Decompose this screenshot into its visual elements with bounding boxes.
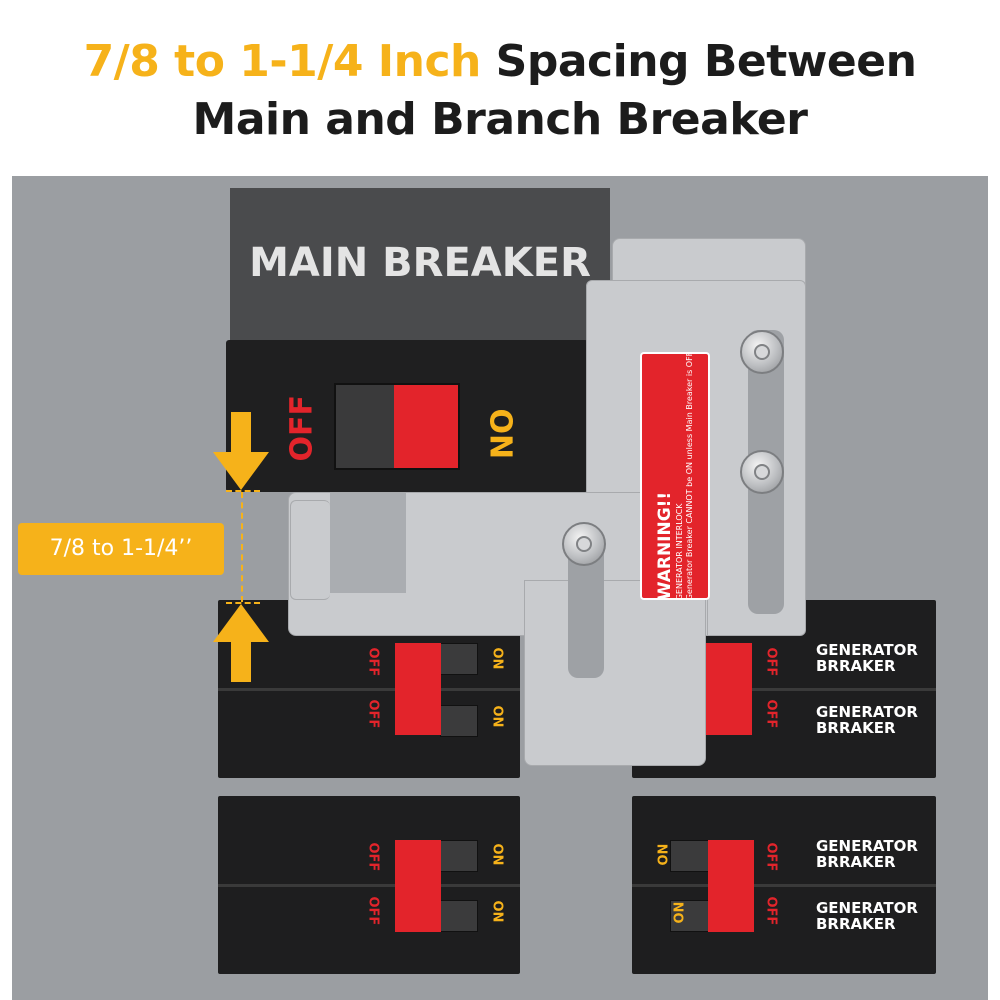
toggle-slot [440,840,478,872]
breaker-divider [632,884,936,887]
main-breaker-label-plate [230,188,610,343]
warning-label: WARNING!! GENERATOR INTERLOCK Generator … [640,352,710,600]
bolt-icon [562,522,606,566]
bolt-icon [740,330,784,374]
generator-off-label: OFF [763,896,779,926]
generator-off-label: OFF [763,699,779,729]
main-on-label: ON [482,408,518,460]
page-title-line1: 7/8 to 1-1/4 Inch Spacing Between [0,32,1000,92]
generator-on-label: ON [672,901,688,924]
toggle-slot [440,643,478,675]
branch-on-label: ON [489,843,505,866]
interlock-plate-notch [290,500,330,600]
branch-on-label: ON [489,705,505,728]
interlock-plate-cutout [330,493,406,593]
generator-toggle-bottom[interactable] [708,840,754,932]
generator-off-label: OFF [763,647,779,677]
main-breaker-label: MAIN BREAKER [249,240,591,286]
generator-toggle-top[interactable] [706,643,752,735]
warning-line2: Generator Breaker CANNOT be ON unless Ma… [685,351,694,601]
branch-off-label: OFF [365,647,381,677]
breaker-divider [218,688,520,691]
branch-off-label: OFF [365,896,381,926]
title-rest: Spacing Between [480,36,917,87]
arrow-up-icon [213,604,269,682]
generator-off-label: OFF [763,842,779,872]
warning-line1: GENERATOR INTERLOCK [675,503,684,601]
toggle-slot [440,900,478,932]
branch-on-label: ON [489,647,505,670]
branch-off-label: OFF [365,699,381,729]
toggle-slot [440,705,478,737]
arrow-down-icon [213,412,269,490]
generator-on-label: ON [656,843,672,866]
toggle-slot [670,840,710,872]
measurement-badge: 7/8 to 1-1/4’’ [18,523,224,575]
breaker-divider [218,884,520,887]
page-title-line2: Main and Branch Breaker [192,94,808,145]
main-breaker-on: ON [480,403,520,460]
warning-text: WARNING!! GENERATOR INTERLOCK Generator … [655,352,695,601]
branch-off-label: OFF [365,842,381,872]
measure-guide-top [226,490,260,492]
branch-toggle-top[interactable] [395,643,441,735]
main-breaker-toggle[interactable] [394,385,458,468]
bolt-icon [740,450,784,494]
toggle-slot [670,900,710,932]
breaker-divider [632,688,936,691]
measure-guide-vertical [241,492,243,602]
branch-toggle-bottom[interactable] [395,840,441,932]
measure-guide-bottom [226,602,260,604]
warning-title: WARNING!! [655,491,675,601]
branch-on-label: ON [489,900,505,923]
main-breaker-off: OFF [282,395,322,462]
interlock-plate-lower[interactable] [524,580,706,766]
main-off-label: OFF [284,395,320,462]
title-highlight: 7/8 to 1-1/4 Inch [83,36,482,87]
